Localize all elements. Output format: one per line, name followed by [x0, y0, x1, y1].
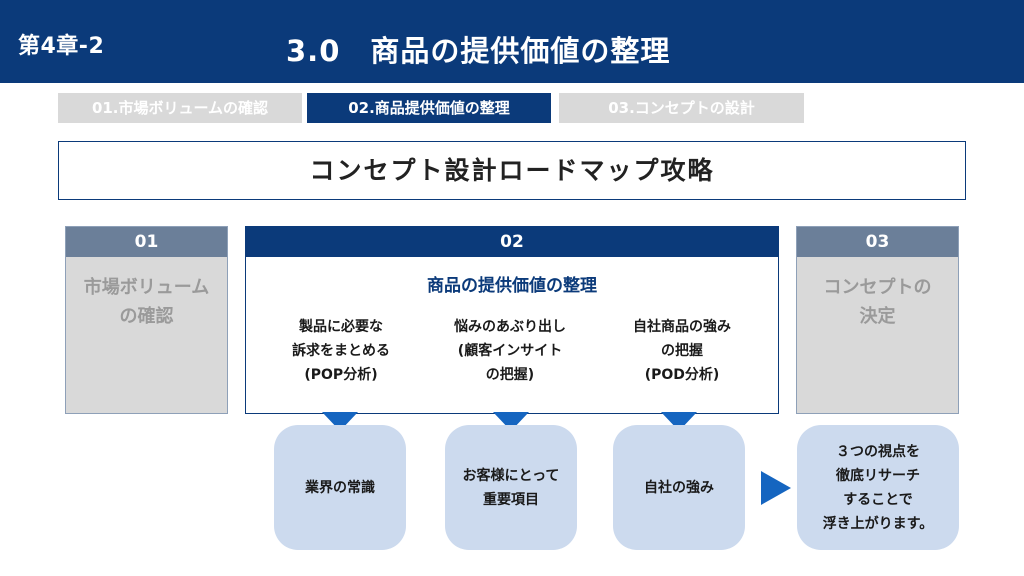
step-01-box: 01 市場ボリューム の確認 — [65, 226, 228, 414]
step-03-label: コンセプトの 決定 — [823, 277, 932, 327]
tab-concept-design[interactable]: 03.コンセプトの設計 — [559, 93, 804, 123]
bubble-summary: ３つの視点を 徹底リサーチ することで 浮き上がります。 — [797, 425, 959, 550]
header-bar: 第4章-2 3.0 商品の提供価値の整理 — [0, 0, 1024, 83]
page-title: 3.0 商品の提供価値の整理 — [286, 34, 671, 68]
step-02-column-insight: 悩みのあぶり出し (顧客インサイト の把握) — [454, 319, 566, 383]
step-02-number: 02 — [246, 227, 778, 257]
bubble-industry-norm: 業界の常識 — [274, 425, 406, 550]
step-02-box: 02 商品の提供価値の整理 製品に必要な 訴求をまとめる (POP分析) 悩みの… — [245, 226, 779, 414]
chapter-label: 第4章-2 — [18, 34, 105, 59]
bubble-customer-priorities: お客様にとって 重要項目 — [445, 425, 577, 550]
tab-market-volume[interactable]: 01.市場ボリュームの確認 — [58, 93, 302, 123]
right-arrow-icon — [761, 471, 791, 505]
roadmap-banner: コンセプト設計ロードマップ攻略 — [58, 141, 966, 200]
bubble-company-strength: 自社の強み — [613, 425, 745, 550]
step-02-column-pod: 自社商品の強み の把握 (POD分析) — [633, 319, 731, 383]
step-03-number: 03 — [797, 227, 958, 257]
step-01-number: 01 — [66, 227, 227, 257]
step-02-title: 商品の提供価値の整理 — [427, 276, 597, 296]
step-03-box: 03 コンセプトの 決定 — [796, 226, 959, 414]
step-01-label: 市場ボリューム の確認 — [83, 277, 210, 327]
tab-value-organization[interactable]: 02.商品提供価値の整理 — [307, 93, 551, 123]
step-02-column-pop: 製品に必要な 訴求をまとめる (POP分析) — [292, 319, 390, 383]
